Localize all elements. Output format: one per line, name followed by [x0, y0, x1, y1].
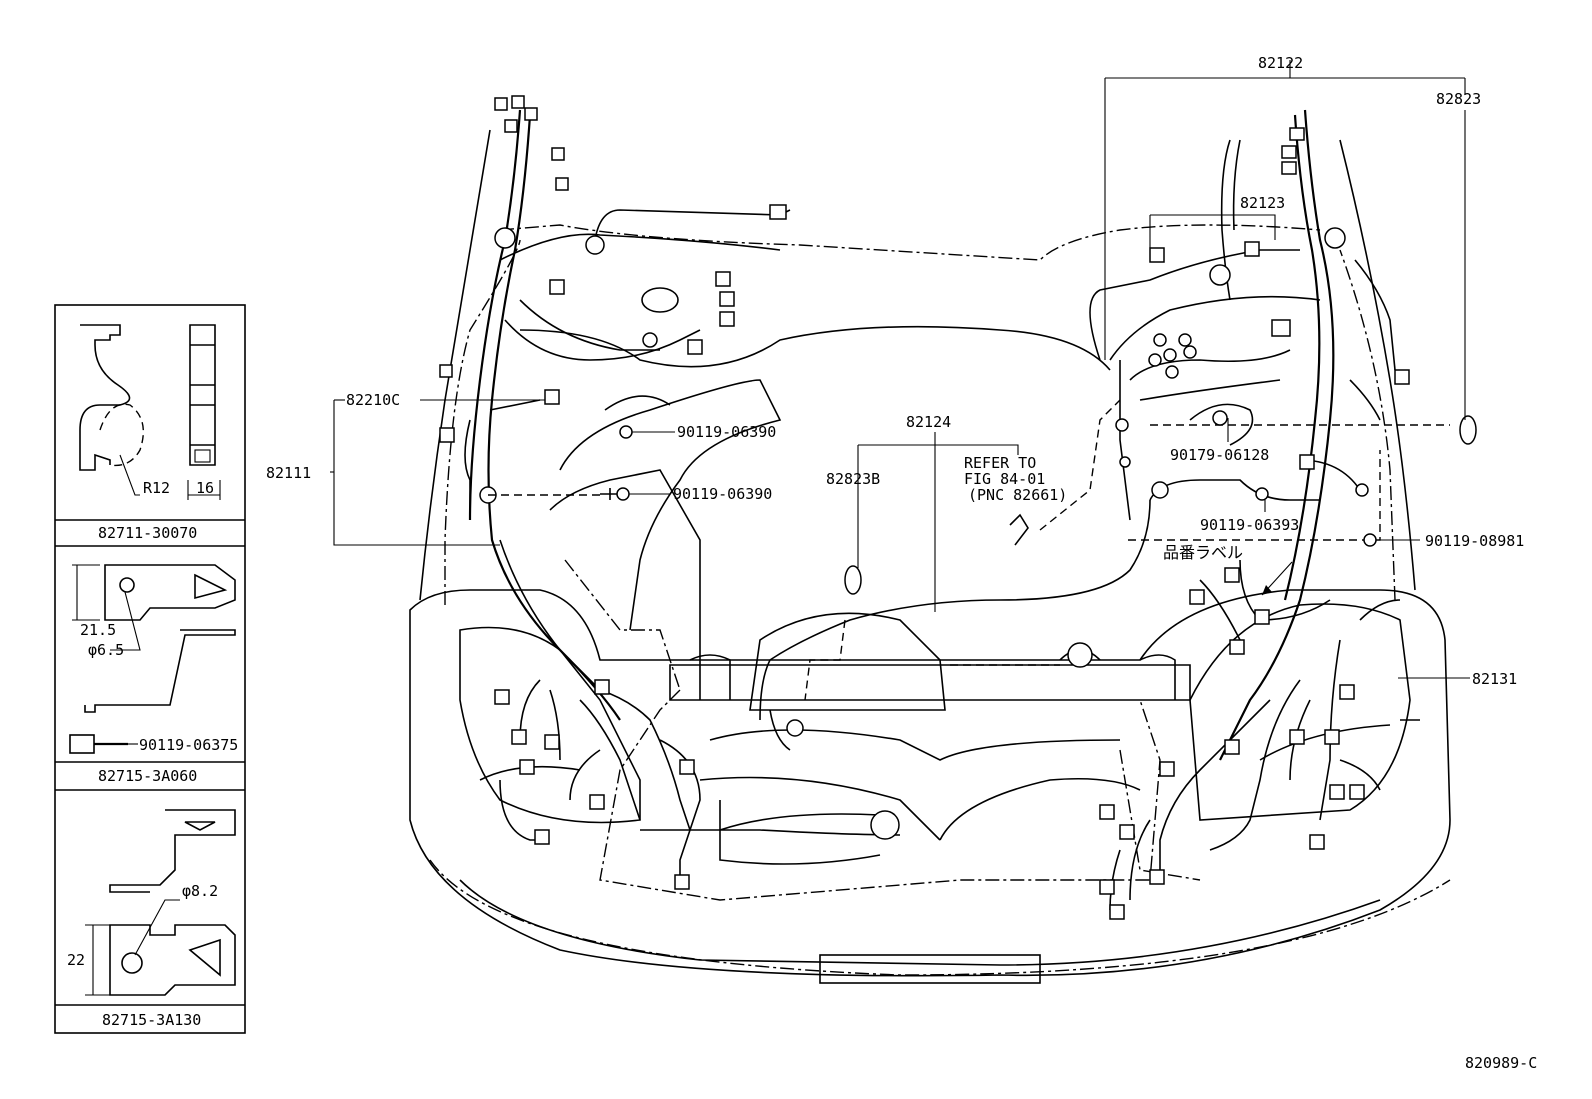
label-82124: 82124 [906, 413, 951, 431]
clip2-part-number: 82715-3A060 [98, 767, 197, 785]
label-bolt-90179-06128: 90179-06128 [1170, 446, 1269, 464]
clip1-width-label: 16 [196, 479, 214, 497]
clip3-hole-label: φ8.2 [182, 882, 218, 900]
clip-82715-3a130-drawing [85, 809, 236, 996]
label-bolt-90119-08981: 90119-08981 [1425, 532, 1524, 550]
clip2-bolt-number: 90119-06375 [139, 736, 238, 754]
label-82111: 82111 [266, 464, 311, 482]
label-82823b: 82823B [826, 470, 880, 488]
label-82210c: 82210C [346, 391, 400, 409]
vehicle-body-outline [409, 129, 1451, 984]
refer-note-line2: FIG 84-01 [964, 470, 1045, 488]
refer-note-line1: REFER TO [964, 454, 1036, 472]
clip2-length-label: 21.5 [80, 621, 116, 639]
refer-note-line3: (PNC 82661) [968, 486, 1067, 504]
leader-lines [330, 60, 1470, 679]
part-labels: 82122 82823 82123 82210C 82111 82124 828… [266, 54, 1537, 1072]
label-part-number-sticker: 品番ラベル [1163, 543, 1243, 562]
connectors [439, 95, 1477, 920]
label-82122: 82122 [1258, 54, 1303, 72]
inset-panels: R12 16 82711-30070 21.5 φ6.5 90119-06375… [54, 304, 246, 1034]
label-bolt-90119-06390-b: 90119-06390 [673, 485, 772, 503]
clip3-part-number: 82715-3A130 [102, 1011, 201, 1029]
clip2-hole-label: φ6.5 [88, 641, 124, 659]
label-82823: 82823 [1436, 90, 1481, 108]
label-82123: 82123 [1240, 194, 1285, 212]
clip-82711-drawing [79, 324, 221, 500]
label-bolt-90119-06393: 90119-06393 [1200, 516, 1299, 534]
clip1-radius-label: R12 [143, 479, 170, 497]
harness-wires [464, 109, 1450, 911]
clip3-height-label: 22 [67, 951, 85, 969]
clip-82715-3a060-drawing [69, 564, 236, 754]
clip1-part-number: 82711-30070 [98, 524, 197, 542]
figure-id: 820989-C [1465, 1054, 1537, 1072]
label-82131: 82131 [1472, 670, 1517, 688]
label-bolt-90119-06390-a: 90119-06390 [677, 423, 776, 441]
